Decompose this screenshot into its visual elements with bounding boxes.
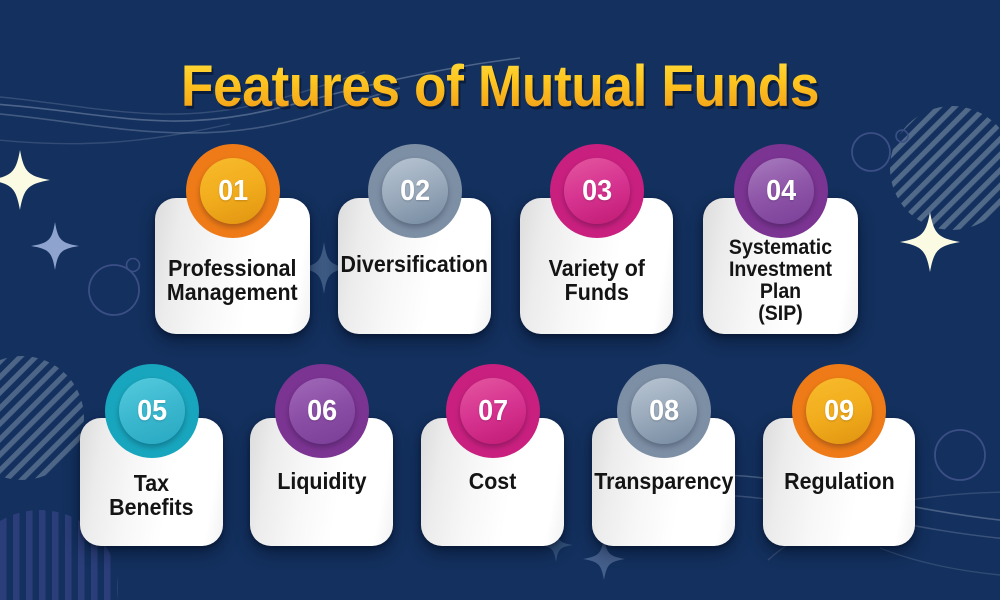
feature-card-07[interactable]: Cost 07 <box>421 364 564 546</box>
card-text-layer-03: Variety of Funds <box>520 198 673 334</box>
page-title: Features of Mutual Funds <box>40 56 960 118</box>
card-label-01: Professional Management <box>167 254 298 305</box>
card-label-02: Diversification <box>340 250 489 277</box>
card-text-layer-01: Professional Management <box>155 198 310 334</box>
badge-number-04: 04 <box>765 174 796 207</box>
badge-number-03: 03 <box>581 174 612 207</box>
badge-disc-01: 01 <box>200 158 266 224</box>
card-label-04: Systematic Investment Plan (SIP) <box>728 235 833 326</box>
card-label-08: Transparency <box>593 467 734 494</box>
badge-disc-03: 03 <box>564 158 630 224</box>
badge-disc-04: 04 <box>748 158 814 224</box>
card-text-layer-02: Diversification <box>338 198 491 334</box>
badge-disc-07: 07 <box>460 378 526 444</box>
badge-disc-06: 06 <box>289 378 355 444</box>
feature-card-08[interactable]: Transparency 08 <box>592 364 735 546</box>
feature-card-01[interactable]: Professional Management 01 <box>155 144 310 334</box>
feature-card-02[interactable]: Diversification 02 <box>338 144 491 334</box>
feature-card-05[interactable]: Tax Benefits 05 <box>80 364 223 546</box>
badge-number-05: 05 <box>136 394 167 427</box>
badge-number-02: 02 <box>399 174 430 207</box>
feature-card-06[interactable]: Liquidity 06 <box>250 364 393 546</box>
feature-card-09[interactable]: Regulation 09 <box>763 364 915 546</box>
card-label-09: Regulation <box>783 467 895 494</box>
badge-number-01: 01 <box>217 174 248 207</box>
feature-card-03[interactable]: Variety of Funds 03 <box>520 144 673 334</box>
badge-disc-09: 09 <box>806 378 872 444</box>
badge-number-09: 09 <box>823 394 854 427</box>
feature-card-04[interactable]: Systematic Investment Plan (SIP) 04 <box>703 144 858 334</box>
card-text-layer-05: Tax Benefits <box>80 418 223 546</box>
card-text-layer-06: Liquidity <box>250 418 393 546</box>
badge-disc-05: 05 <box>119 378 185 444</box>
card-label-05: Tax Benefits <box>109 469 194 520</box>
card-text-layer-09: Regulation <box>763 418 915 546</box>
badge-number-07: 07 <box>477 394 508 427</box>
badge-number-06: 06 <box>306 394 337 427</box>
card-text-layer-07: Cost <box>421 418 564 546</box>
card-label-07: Cost <box>468 467 517 494</box>
badge-disc-08: 08 <box>631 378 697 444</box>
card-text-layer-04: Systematic Investment Plan (SIP) <box>703 198 858 334</box>
badge-number-08: 08 <box>648 394 679 427</box>
card-text-layer-08: Transparency <box>592 418 735 546</box>
card-label-03: Variety of Funds <box>548 254 645 305</box>
card-label-06: Liquidity <box>276 467 367 494</box>
badge-disc-02: 02 <box>382 158 448 224</box>
